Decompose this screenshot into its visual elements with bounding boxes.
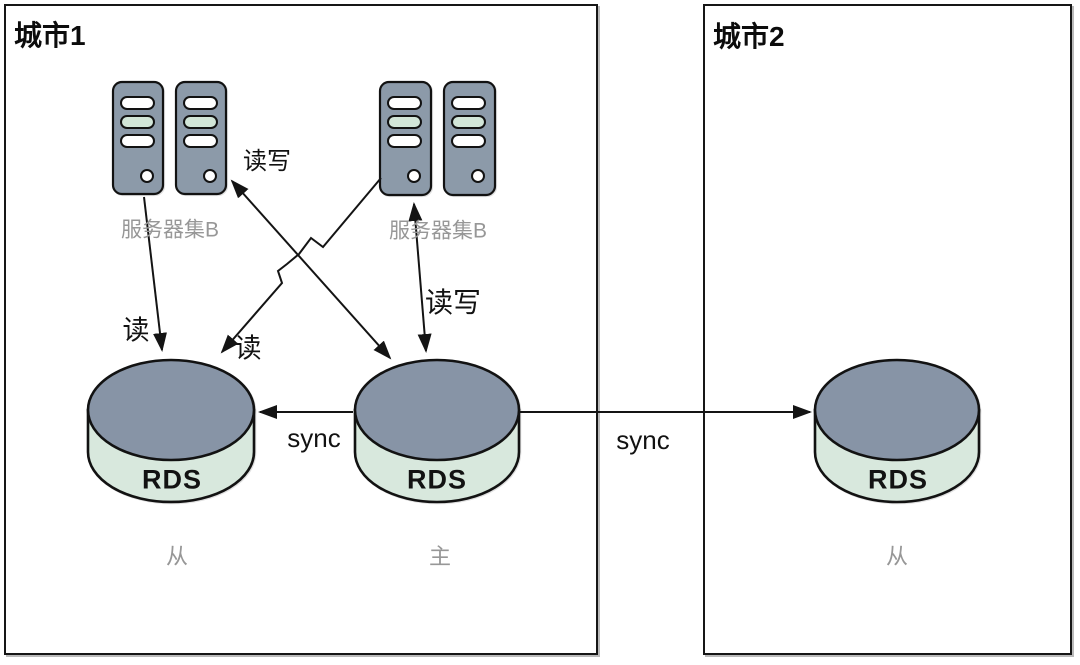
server-icon bbox=[111, 80, 165, 196]
read-label-cross: 读 bbox=[234, 333, 262, 364]
readwrite-label-vertical: 读写 bbox=[424, 287, 482, 318]
rds-master-role: 主 bbox=[428, 544, 452, 569]
arrow-readwrite-diagonal bbox=[230, 179, 392, 360]
sync-label-cross-city: sync bbox=[616, 425, 670, 455]
rds-slave-city1-cylinder bbox=[86, 358, 256, 504]
rds-slave-city2-cylinder bbox=[813, 358, 981, 504]
rds-master-label: RDS bbox=[406, 464, 468, 495]
rds-slave-city1-label: RDS bbox=[141, 464, 203, 495]
cluster-left-label: 服务器集B bbox=[120, 218, 220, 242]
arrow-readwrite-vertical bbox=[408, 202, 432, 353]
read-label-left: 读 bbox=[122, 315, 150, 346]
readwrite-label-diagonal: 读写 bbox=[243, 148, 291, 175]
rds-slave-city1-role: 从 bbox=[165, 544, 189, 569]
rds-slave-city2-label: RDS bbox=[867, 464, 929, 495]
server-icon bbox=[174, 80, 228, 196]
server-cluster-left bbox=[111, 80, 228, 196]
rds-slave-city2-role: 从 bbox=[885, 544, 909, 569]
server-cluster-right bbox=[378, 80, 497, 197]
server-icon bbox=[442, 80, 497, 197]
city1-title: 城市1 bbox=[14, 20, 86, 51]
arrow-read-left bbox=[143, 196, 167, 352]
cluster-right-label: 服务器集B bbox=[388, 219, 488, 243]
rds-master-cylinder bbox=[353, 358, 521, 504]
server-icon bbox=[378, 80, 433, 197]
city2-box bbox=[703, 4, 1072, 655]
sync-label-internal: sync bbox=[287, 423, 341, 453]
city2-title: 城市2 bbox=[713, 21, 785, 52]
arrow-read-cross bbox=[220, 177, 382, 354]
